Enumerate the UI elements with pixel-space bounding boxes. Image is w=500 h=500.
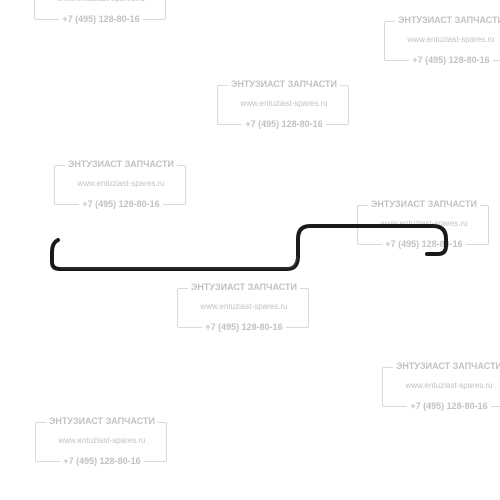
watermark-url: www.entuziast-spares.ru [34,0,168,4]
watermark-url: www.entuziast-spares.ru [77,179,165,188]
watermark-phone: +7 (495) 128-80-16 [54,199,188,210]
watermark-phone: +7 (495) 128-80-16 [217,119,351,130]
watermark-url: www.entuziast-spares.ru [240,99,328,108]
watermark-url: www.entuziast-spares.ru [58,436,146,445]
watermark-title: ЭНТУЗИАСТ ЗАПЧАСТИ [35,416,169,427]
watermark-title: ЭНТУЗИАСТ ЗАПЧАСТИ [54,159,188,170]
watermark: ЭНТУЗИАСТ ЗАПЧАСТИ www.entuziast-spares.… [384,15,500,66]
watermark: ЭНТУЗИАСТ ЗАПЧАСТИ www.entuziast-spares.… [177,282,311,333]
watermark-phone: +7 (495) 128-80-16 [35,456,169,467]
watermark: ЭНТУЗИАСТ ЗАПЧАСТИ www.entuziast-spares.… [35,416,169,467]
watermark-title: ЭНТУЗИАСТ ЗАПЧАСТИ [382,361,500,372]
watermark-title: ЭНТУЗИАСТ ЗАПЧАСТИ [217,79,351,90]
watermark-title: ЭНТУЗИАСТ ЗАПЧАСТИ [357,199,491,210]
watermark-title: ЭНТУЗИАСТ ЗАПЧАСТИ [177,282,311,293]
watermark: ЭНТУЗИАСТ ЗАПЧАСТИ www.entuziast-spares.… [382,361,500,412]
watermark-title: ЭНТУЗИАСТ ЗАПЧАСТИ [384,15,500,26]
watermark: ЭНТУЗИАСТ ЗАПЧАСТИ www.entuziast-spares.… [34,0,168,25]
watermark: ЭНТУЗИАСТ ЗАПЧАСТИ www.entuziast-spares.… [217,79,351,130]
watermark-url: www.entuziast-spares.ru [407,35,495,44]
watermark-url: www.entuziast-spares.ru [380,219,468,228]
watermark-phone: +7 (495) 128-80-16 [384,55,500,66]
watermark-phone: +7 (495) 128-80-16 [357,239,491,250]
watermark-phone: +7 (495) 128-80-16 [34,14,168,25]
watermark-url: www.entuziast-spares.ru [405,381,493,390]
rod-shape [50,224,448,271]
watermark-phone: +7 (495) 128-80-16 [382,401,500,412]
watermark: ЭНТУЗИАСТ ЗАПЧАСТИ www.entuziast-spares.… [54,159,188,210]
rod-highlight [59,255,298,269]
watermark-url: www.entuziast-spares.ru [200,302,288,311]
watermark-phone: +7 (495) 128-80-16 [177,322,311,333]
